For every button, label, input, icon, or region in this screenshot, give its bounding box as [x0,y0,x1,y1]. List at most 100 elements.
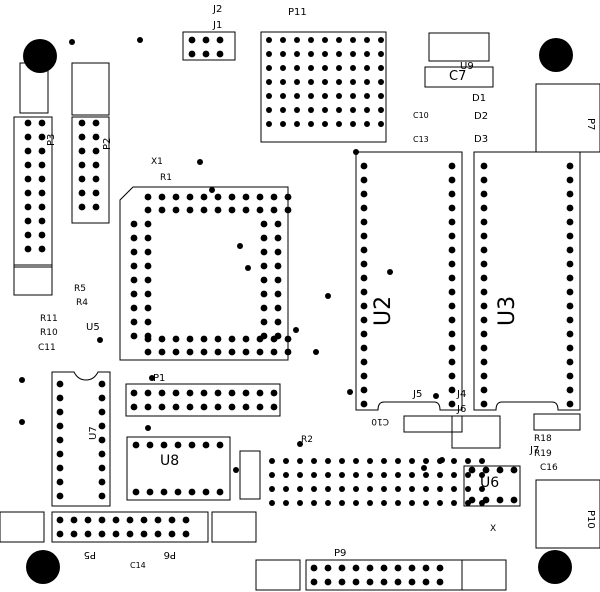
pad [144,332,152,340]
pad [448,372,456,380]
pad [280,121,286,127]
pad [380,564,388,572]
label-j7: J7 [529,445,539,456]
pad [214,389,222,397]
pad [200,389,208,397]
pad [186,403,194,411]
pad [274,290,282,298]
pad [566,344,574,352]
pad [98,422,106,430]
pad [256,206,264,214]
pad [451,486,457,492]
pad [297,500,303,506]
pad [423,486,429,492]
pad [144,290,152,298]
pad [566,302,574,310]
pad [130,248,138,256]
label-u8: U8 [160,453,179,469]
pad [347,389,353,395]
pad [56,450,64,458]
label-c11: C11 [38,343,56,353]
pad [260,276,268,284]
pad [144,220,152,228]
pad [274,276,282,284]
label-p9: P9 [334,548,346,559]
pad [566,330,574,338]
silkscreen-labels: J2 J1 P11 P1 P2 P3 P5 P6 P9 P7 P10 J4 J5… [38,4,596,570]
pad [566,274,574,282]
pad [480,176,488,184]
pad [245,265,251,271]
pad [409,486,415,492]
pad [38,119,46,127]
pad [338,578,346,586]
pad [364,93,370,99]
pad [242,206,250,214]
pad [308,107,314,113]
pad [308,65,314,71]
pad [274,248,282,256]
pad [130,234,138,242]
pad [168,516,176,524]
pad [448,218,456,226]
pad [448,162,456,170]
pad [274,234,282,242]
pad [260,304,268,312]
pad [308,79,314,85]
pad [422,578,430,586]
label-d2: D2 [474,111,488,122]
label-r1: R1 [160,173,172,183]
pad [56,516,64,524]
pad [480,190,488,198]
pad [465,472,471,478]
pad [19,419,25,425]
pad [294,79,300,85]
label-p5: P5 [84,549,96,560]
pad [394,578,402,586]
pad [269,472,275,478]
pad [270,193,278,201]
pad [38,133,46,141]
pad [202,488,210,496]
pad [216,50,224,58]
pad [266,37,272,43]
pad [56,422,64,430]
pad [294,65,300,71]
pad [479,472,485,478]
pad [92,161,100,169]
pad [200,403,208,411]
pad [158,389,166,397]
pad [182,516,190,524]
pad [350,79,356,85]
pad [24,175,32,183]
pad [137,37,143,43]
pad [209,187,215,193]
pad [378,121,384,127]
pad [360,288,368,296]
pad [338,564,346,572]
pad [448,288,456,296]
pad [360,246,368,254]
pad [336,79,342,85]
pad [422,564,430,572]
label-c7: C7 [449,69,466,84]
pad [311,458,317,464]
pad [310,564,318,572]
pad [56,492,64,500]
label-p1: P1 [153,373,165,384]
pad [294,93,300,99]
pad [158,193,166,201]
pad [144,193,152,201]
pad [360,162,368,170]
pad [19,377,25,383]
pad [144,234,152,242]
pad [566,204,574,212]
pad [364,37,370,43]
pad [24,147,32,155]
pad [451,500,457,506]
pad [324,564,332,572]
pad [92,133,100,141]
pads-and-vias [19,36,574,586]
pad [283,472,289,478]
pad [360,330,368,338]
